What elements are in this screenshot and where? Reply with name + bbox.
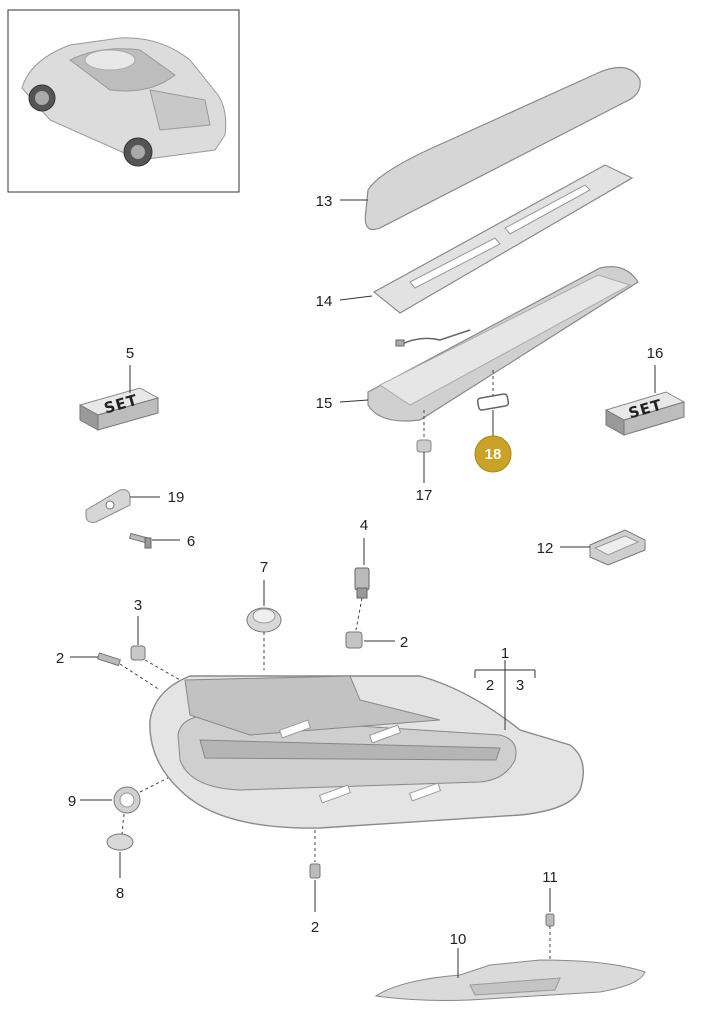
label-15: 15	[316, 395, 333, 412]
part-12-lamp	[589, 529, 646, 566]
part-7-grommet	[246, 607, 282, 633]
label-11: 11	[542, 869, 558, 886]
label-2-upper: 2	[400, 634, 408, 651]
part-8-cap	[106, 833, 134, 851]
label-12: 12	[537, 540, 554, 557]
part-18-gasket	[476, 393, 510, 411]
part-15-light-bar	[367, 266, 639, 422]
part-19-holder	[85, 489, 131, 523]
leader-lines	[70, 199, 656, 978]
part-16-set-box: SET	[604, 391, 686, 436]
label-1-sub-3: 3	[516, 677, 524, 694]
label-2-left: 2	[56, 650, 64, 667]
part-1-tail-light	[149, 675, 584, 829]
label-4: 4	[360, 517, 368, 534]
part-2-screw-bottom	[309, 863, 321, 879]
label-1: 1	[501, 645, 509, 662]
label-19: 19	[168, 489, 185, 506]
label-2-bottom: 2	[311, 919, 319, 936]
part-5-set-box: SET	[78, 387, 160, 431]
part-9-grommet	[113, 786, 141, 814]
part-3-nut	[130, 645, 146, 661]
label-10: 10	[450, 931, 467, 948]
label-18: 18	[485, 446, 502, 463]
label-3: 3	[134, 597, 142, 614]
part-6-screw	[128, 532, 152, 549]
badge-18: 18	[474, 435, 512, 473]
part-17-clip	[416, 439, 432, 453]
part-11-screw	[545, 913, 555, 927]
label-8: 8	[116, 885, 124, 902]
label-6: 6	[187, 533, 195, 550]
label-14: 14	[316, 293, 333, 310]
label-1-sub-2: 2	[486, 677, 494, 694]
part-10-reflector	[374, 959, 646, 1001]
part-2-screw-left	[96, 652, 121, 667]
car-thumbnail	[7, 9, 240, 193]
label-5: 5	[126, 345, 134, 362]
label-16: 16	[647, 345, 664, 362]
label-7: 7	[260, 559, 268, 576]
part-14-frame	[372, 164, 634, 314]
label-17: 17	[416, 487, 433, 504]
part-2-screw-upper	[345, 631, 363, 649]
part-13-cover	[364, 66, 641, 231]
label-13: 13	[316, 193, 333, 210]
part-number-labels: 13 14 15 5 16 17 18 19 6 4 12 7 3 2 2 1 …	[56, 193, 664, 948]
label-9: 9	[68, 793, 76, 810]
part-4-bulb-holder	[354, 567, 370, 599]
